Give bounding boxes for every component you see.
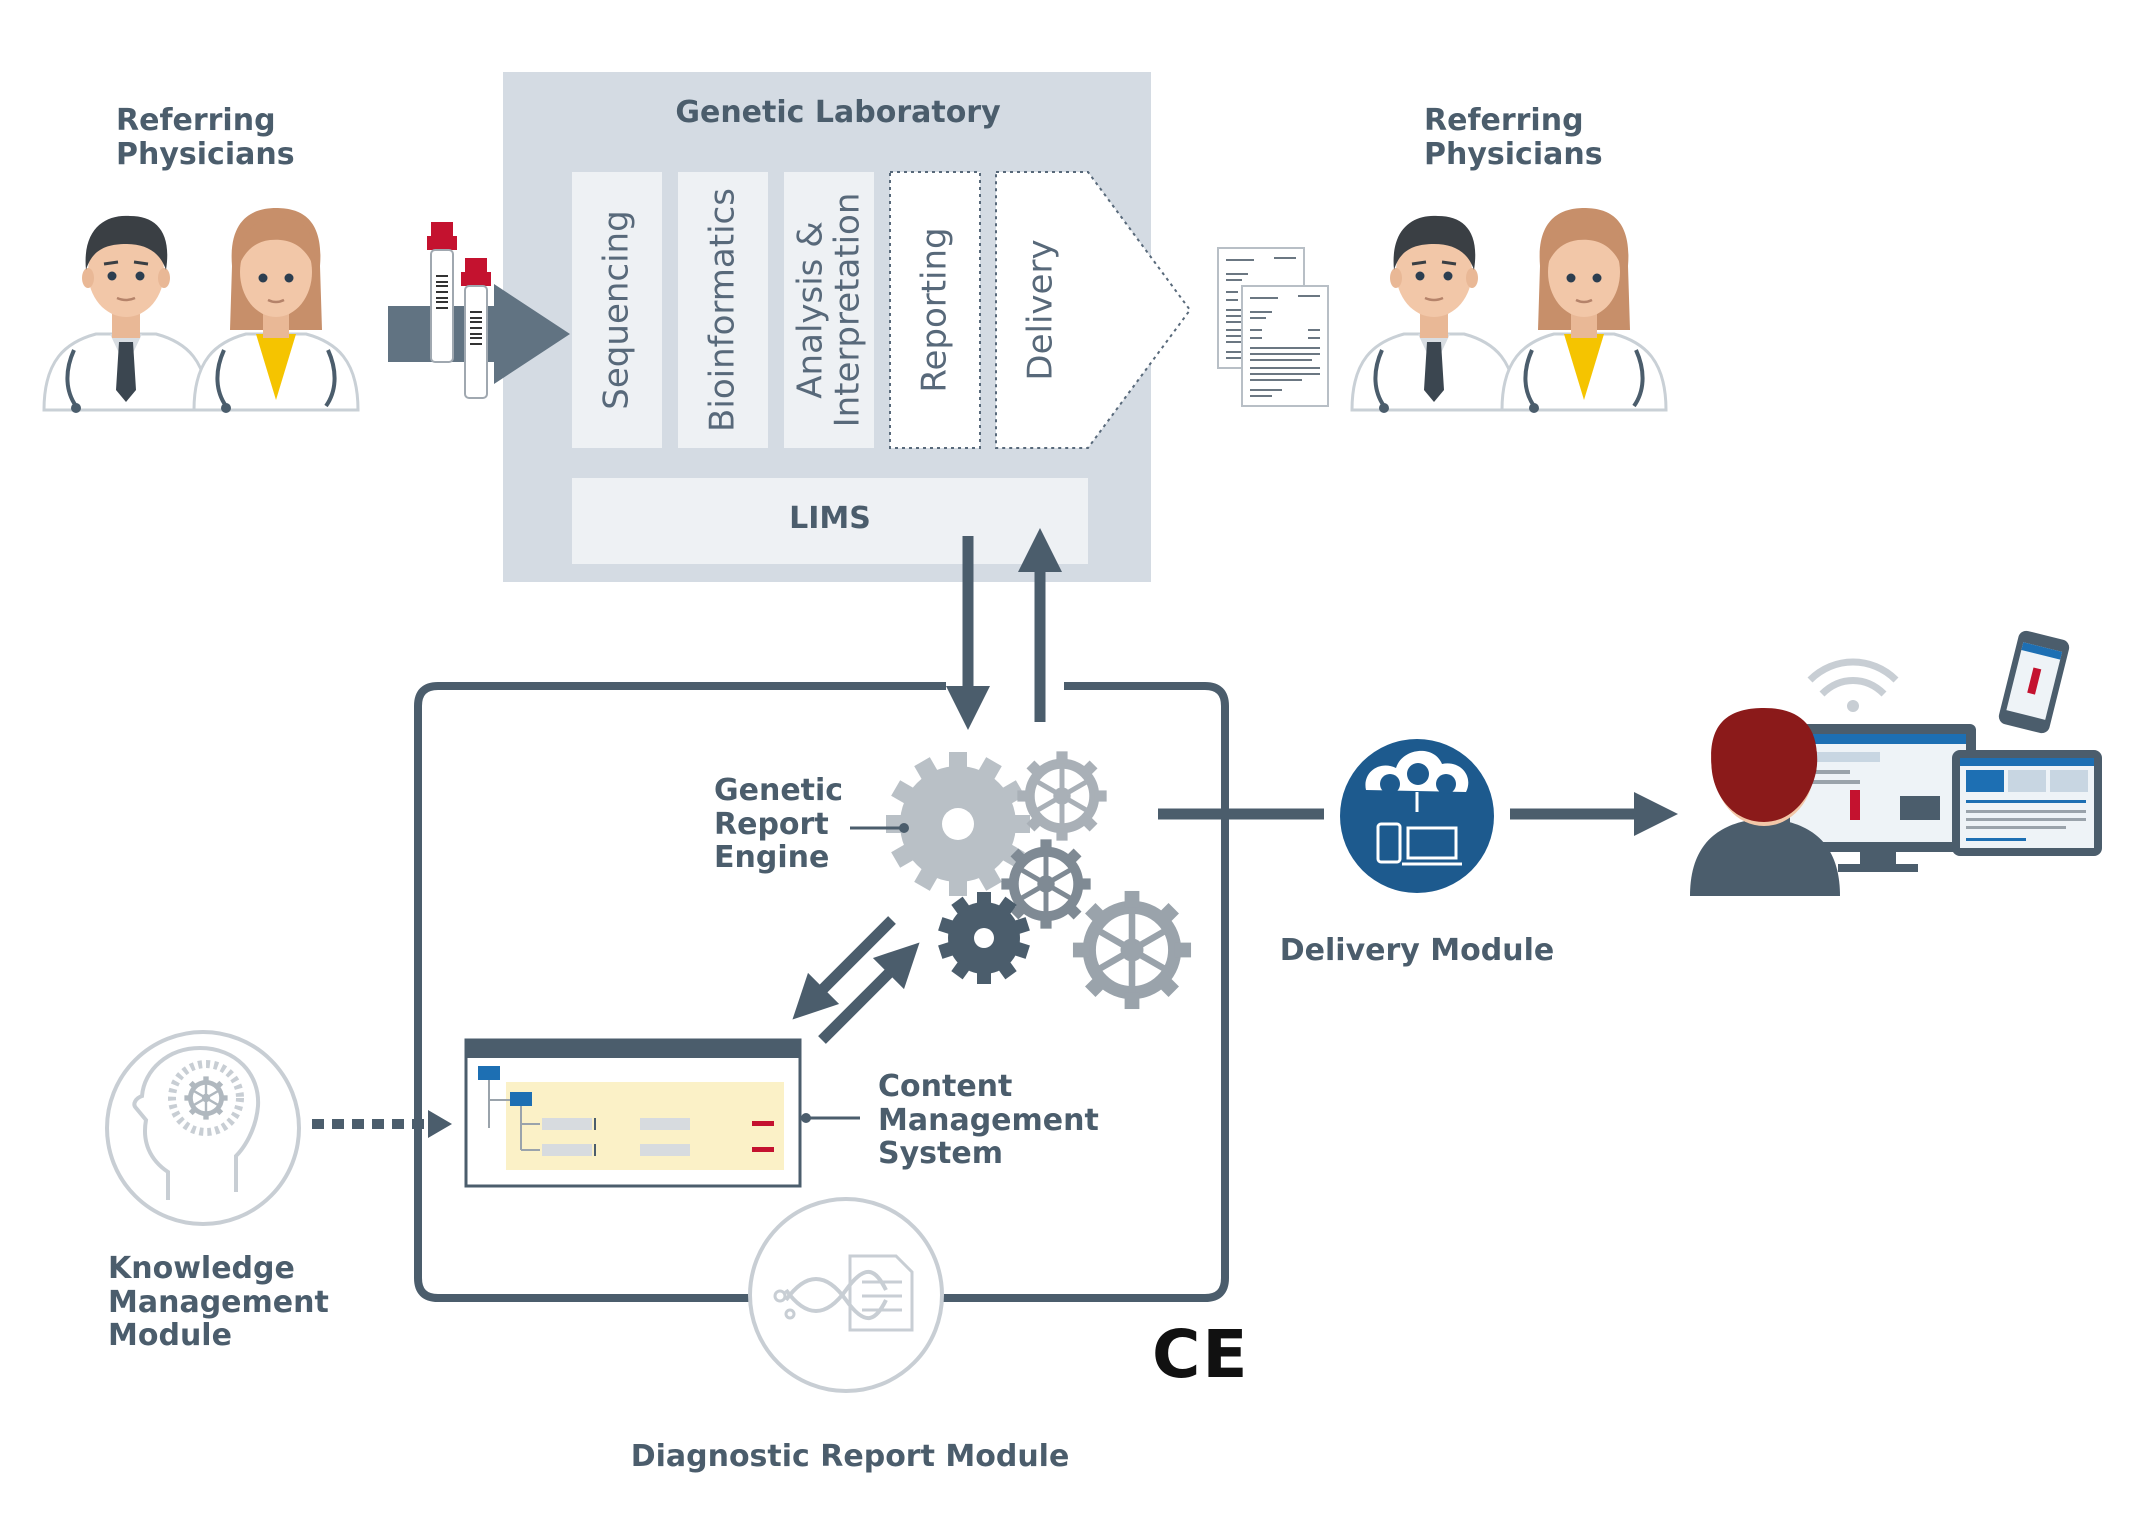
gear-dark [938,892,1030,984]
gear-mid-outline [1001,839,1090,928]
female-physician-icon [192,206,360,415]
step-reporting-label: Reporting [914,227,955,393]
gear-big-outline [1073,891,1191,1009]
step-delivery-label: Delivery [1020,239,1061,381]
male-physician-icon [1350,213,1518,415]
male-physician-icon [42,213,210,415]
cms-window-icon [464,1038,802,1188]
step-sequencing-label: Sequencing [596,210,637,410]
lims-label: LIMS [789,501,871,536]
step-analysis [784,172,874,448]
knowledge-head-icon [105,1030,301,1226]
engine-leader-dot [899,823,909,833]
dna-report-icon [748,1197,944,1393]
gear-large-light [886,752,1030,896]
gear-small-outline [1017,751,1106,840]
cms-leader-dot [801,1113,811,1123]
cms-to-engine-arrow [818,942,920,1044]
step-sequencing [572,172,662,448]
delivery-module-icon [1340,739,1494,893]
step-bioinformatics-label: Bioinformatics [702,188,743,432]
diagnostic-report-module-label: Diagnostic Report Module [630,1439,1070,1474]
lims-box [572,478,1088,564]
engine-to-cms-arrow [792,916,896,1020]
report-document-icon [1241,285,1329,407]
step-bioinformatics [678,172,768,448]
tablet-icon [1952,750,2102,856]
step-delivery [995,171,1192,449]
viewer-person-icon [1690,708,1976,896]
step-analysis-label: Analysis &Interpretation [790,192,867,428]
blood-tube-icon [426,221,458,363]
step-reporting [889,171,981,449]
smartphone-icon [1998,630,2070,734]
wifi-icon [1807,658,1899,712]
female-physician-icon [1500,206,1668,415]
genetic-lab-title: Genetic Laboratory [675,95,1001,130]
delivery-module-label: Delivery Module [1279,933,1555,968]
ce-mark: CE [1152,1316,1250,1393]
knowledge-arrowhead [428,1110,452,1138]
blood-tube-icon [460,257,492,399]
